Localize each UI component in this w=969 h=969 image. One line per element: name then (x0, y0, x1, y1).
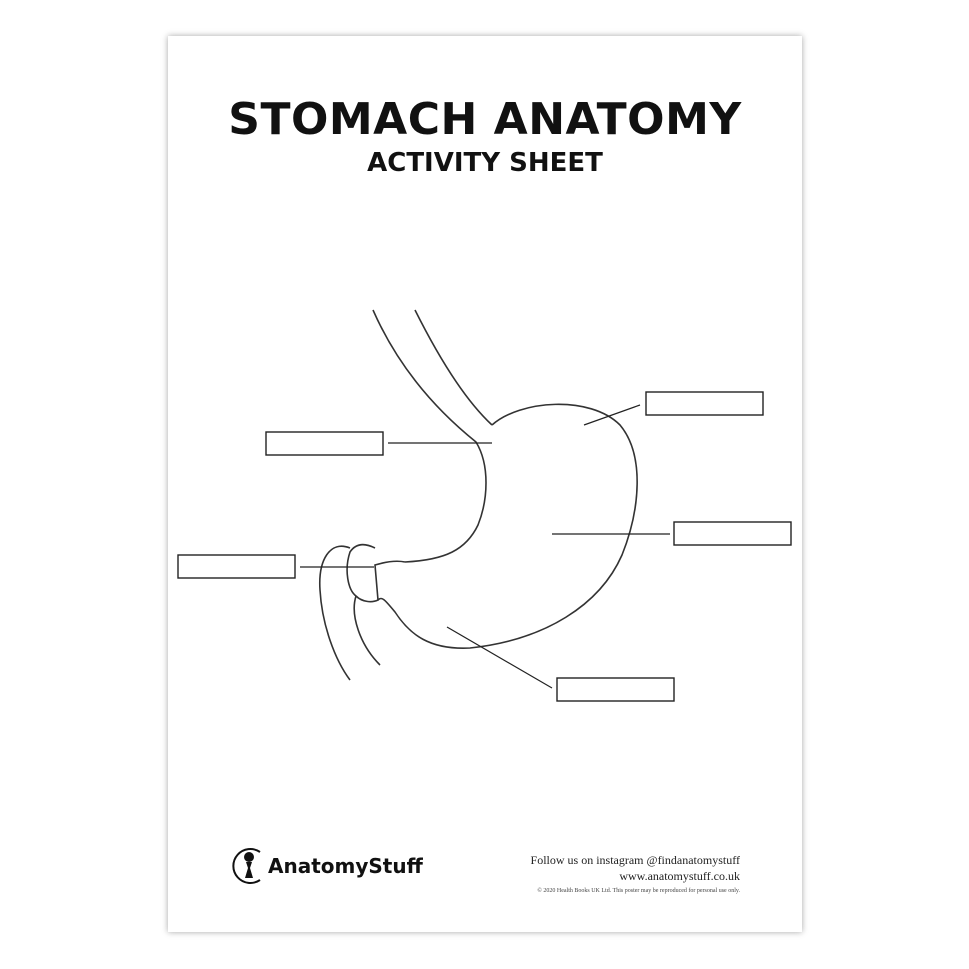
esophagus-left-wall (372, 309, 487, 563)
pylorus (346, 543, 406, 603)
esophagus-right-wall (414, 309, 493, 426)
pointer-line-2 (583, 404, 641, 426)
logo-text: AnatomyStuff (268, 854, 423, 878)
duodenum-outer (319, 545, 351, 681)
anatomystuff-logo: AnatomyStuff (232, 846, 423, 886)
label-box-2[interactable] (645, 391, 764, 416)
instagram-text: Follow us on instagram @findanatomystuff (530, 853, 740, 867)
page-title: STOMACH ANATOMY (228, 94, 742, 145)
activity-sheet: STOMACH ANATOMY ACTIVITY SHEET AnatomySt… (168, 36, 802, 932)
pointer-line-5 (446, 626, 553, 689)
copyright-text: © 2020 Health Books UK Ltd. This poster … (537, 888, 740, 894)
label-box-4[interactable] (177, 554, 296, 579)
label-box-3[interactable] (673, 521, 792, 546)
label-box-5[interactable] (556, 677, 675, 702)
stomach-greater-curvature (377, 403, 638, 649)
footer: Follow us on instagram @findanatomystuff… (531, 852, 740, 894)
page-subtitle: ACTIVITY SHEET (367, 148, 603, 178)
label-box-1[interactable] (265, 431, 384, 456)
website-link[interactable]: www.anatomystuff.co.uk (619, 869, 740, 883)
duodenum-inner (353, 595, 381, 666)
anatomy-figure-icon (232, 848, 261, 884)
